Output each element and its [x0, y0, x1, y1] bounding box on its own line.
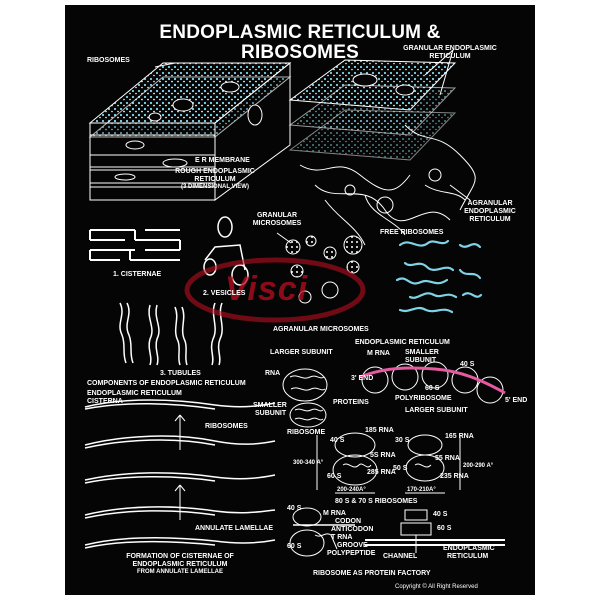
label-granular-microsomes-1: GRANULAR	[256, 212, 298, 219]
polyribosome-drawing	[359, 361, 506, 404]
label-granular-microsomes-2: MICROSOMES	[252, 220, 302, 227]
label-anticodon: ANTICODON	[331, 526, 374, 533]
poster: Visci ENDOPLASMIC RETICULUM & RIBOSOMES …	[65, 5, 535, 595]
label-40s-poly: 40 S	[460, 361, 475, 368]
granular-microsomes-drawing	[276, 232, 363, 304]
label-agranular-er-2: ENDOPLASMIC	[464, 208, 516, 215]
label-60s-left: 60 S	[327, 473, 342, 480]
label-dim-left: 300-340 A°	[293, 460, 324, 466]
label-agranular-er-3: RETICULUM	[469, 216, 511, 223]
label-er-cisterna-2: CISTERNA	[87, 398, 123, 405]
cisternae-drawing	[89, 229, 181, 261]
label-60s-right: 60 S	[437, 525, 452, 532]
label-codon: CODON	[335, 518, 362, 525]
label-55-rna: 55 RNA	[435, 455, 460, 462]
label-polypeptide: POLYPEPTIDE	[327, 550, 376, 557]
label-smaller-subunit-2: SUBUNIT	[255, 410, 287, 417]
granular-er-network	[288, 49, 476, 246]
label-components: COMPONENTS OF ENDOPLASMIC RETICULUM	[87, 380, 246, 387]
label-m-rna: m RNA	[367, 350, 390, 357]
label-er-factory-1: ENDOPLASMIC	[443, 545, 495, 552]
label-rna: RNA	[265, 370, 281, 377]
label-dim-bottom-left: 200-240A°	[337, 487, 366, 493]
label-granular-er-2: RETICULUM	[429, 53, 471, 60]
copyright-text: Copyright © All Right Reserved	[395, 584, 478, 590]
label-dim-bottom-right: 170-210A°	[407, 487, 436, 493]
label-agranular-microsomes: AGRANULAR MICROSOMES	[273, 326, 369, 333]
free-ribosomes-drawing	[395, 239, 483, 314]
label-50s: 50 S	[393, 465, 408, 472]
label-formation-3: FROM ANNULATE LAMELLAE	[137, 569, 223, 575]
label-granular-er-1: GRANULAR ENDOPLASMIC	[403, 45, 497, 52]
label-dim-right: 200-290 A°	[463, 463, 494, 469]
label-formation-2: ENDOPLASMIC RETICULUM	[132, 561, 228, 568]
label-smaller-poly-2: SUBUNIT	[405, 357, 437, 364]
label-groove: GROOVE	[337, 542, 368, 549]
label-285-rna: 285 RNA	[367, 469, 396, 476]
annulate-lamellae-drawing	[84, 399, 276, 549]
label-annulate-lamellae: ANNULATE LAMELLAE	[195, 525, 274, 532]
label-80s-70s-ribosomes: 80 S & 70 S RIBOSOMES	[335, 498, 418, 505]
label-30s: 30 S	[395, 437, 410, 444]
ribosomes-80s-70s-drawing	[316, 432, 461, 494]
label-smaller-poly-1: SMALLER	[405, 349, 439, 356]
label-5s-rna: 5S RNA	[370, 452, 396, 459]
rough-er-3d-stack	[88, 61, 292, 201]
label-cisternae: 1. CISTERNAE	[113, 271, 162, 278]
protein-factory-drawing	[289, 507, 505, 557]
label-185-rna: 185 RNA	[365, 427, 394, 434]
label-tubules: 3. TUBULES	[160, 370, 201, 377]
label-40s-factory: 40 S	[287, 505, 302, 512]
label-er-factory-2: RETICULUM	[447, 553, 489, 560]
label-three-end: 3' END	[351, 375, 374, 382]
title-line-2: RIBOSOMES	[241, 42, 359, 63]
label-ribosome: RIBOSOME	[287, 429, 326, 436]
label-165-rna: 165 RNA	[445, 433, 474, 440]
label-proteins: PROTEINS	[333, 399, 369, 406]
title-line-1: ENDOPLASMIC RETICULUM &	[159, 22, 441, 43]
watermark-ring	[184, 257, 366, 323]
label-t-rna: t RNA	[331, 534, 353, 541]
label-60s-poly: 60 S	[425, 385, 440, 392]
label-er-cisterna-1: ENDOPLASMIC RETICULUM	[87, 390, 182, 397]
ribosome-drawing	[282, 368, 328, 428]
label-agranular-er-1: AGRANULAR	[467, 200, 513, 207]
label-40s-right: 40 S	[433, 511, 448, 518]
label-rough-er-2: RETICULUM	[194, 176, 236, 183]
label-five-end: 5' END	[505, 397, 528, 404]
label-er-membrane: E R MEMBRANE	[195, 157, 250, 164]
label-polyribosome: POLYRIBOSOME	[395, 395, 452, 402]
label-rough-er-3: (3 DIMENSIONAL VIEW)	[181, 184, 249, 190]
label-60s-factory: 60 S	[287, 543, 302, 550]
label-ribosomes-mid: RIBOSOMES	[205, 423, 248, 430]
label-rough-er-1: ROUGH ENDOPLASMIC	[175, 168, 255, 175]
label-larger-poly: LARGER SUBUNIT	[405, 407, 468, 414]
watermark-logo: Visci	[225, 270, 309, 308]
label-formation-1: FORMATION OF CISTERNAE OF	[126, 553, 234, 560]
label-ribosomes-top: RIBOSOMES	[87, 57, 130, 64]
label-40s-left: 40 S	[330, 437, 345, 444]
label-free-ribosomes: FREE RIBOSOMES	[380, 229, 444, 236]
label-235-rna: 235 RNA	[440, 473, 469, 480]
tubules-drawing	[119, 302, 223, 366]
diagram-artwork	[84, 49, 506, 557]
label-protein-factory: RIBOSOME AS PROTEIN FACTORY	[313, 570, 431, 577]
label-vesicles: 2. VESICLES	[203, 290, 246, 297]
label-smaller-subunit-1: SMALLER	[253, 402, 287, 409]
label-m-rna-factory: m RNA	[323, 510, 346, 517]
label-larger-subunit: LARGER SUBUNIT	[270, 349, 333, 356]
label-channel: CHANNEL	[383, 553, 418, 560]
label-er-mid: ENDOPLASMIC RETICULUM	[355, 339, 450, 346]
